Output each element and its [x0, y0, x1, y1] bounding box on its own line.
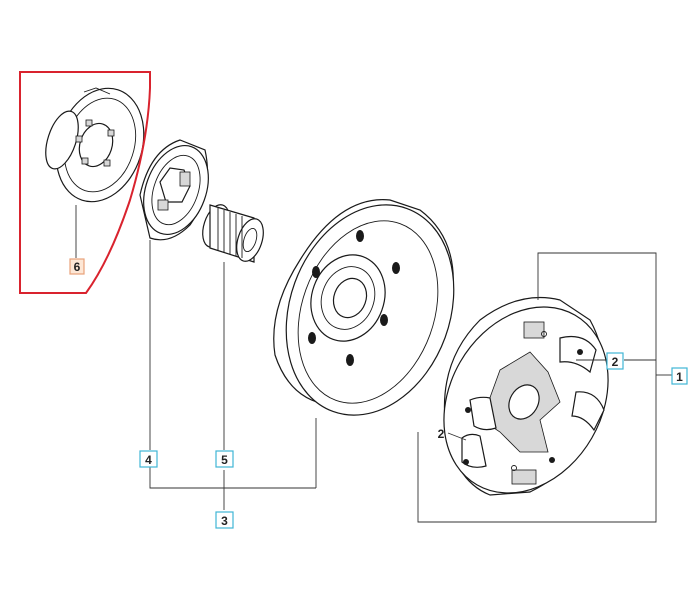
callout-1[interactable]: 1 [671, 367, 688, 385]
callout-3-label: 3 [221, 514, 228, 528]
callout-6-label: 6 [74, 260, 81, 274]
callout-4[interactable]: 4 [139, 450, 158, 468]
part-needle-bearing[interactable] [198, 201, 268, 264]
callout-5[interactable]: 5 [215, 450, 234, 468]
callout-2-lower-label: 2 [438, 427, 445, 441]
callout-2-upper-label: 2 [612, 355, 619, 369]
callout-6[interactable]: 6 [69, 258, 85, 275]
part-clutch-assembly[interactable] [411, 277, 641, 523]
callout-4-label: 4 [145, 453, 152, 467]
callout-5-label: 5 [221, 453, 228, 467]
callout-2-lower[interactable]: 2 [438, 427, 445, 441]
part-rim-sprocket[interactable] [39, 77, 157, 213]
callout-3[interactable]: 3 [215, 511, 234, 529]
selected-part-frame [19, 71, 151, 294]
part-clutch-drum[interactable] [258, 181, 482, 439]
part-spur-sprocket[interactable] [132, 137, 220, 244]
callout-1-label: 1 [676, 370, 683, 384]
callout-2-upper[interactable]: 2 [606, 352, 624, 370]
